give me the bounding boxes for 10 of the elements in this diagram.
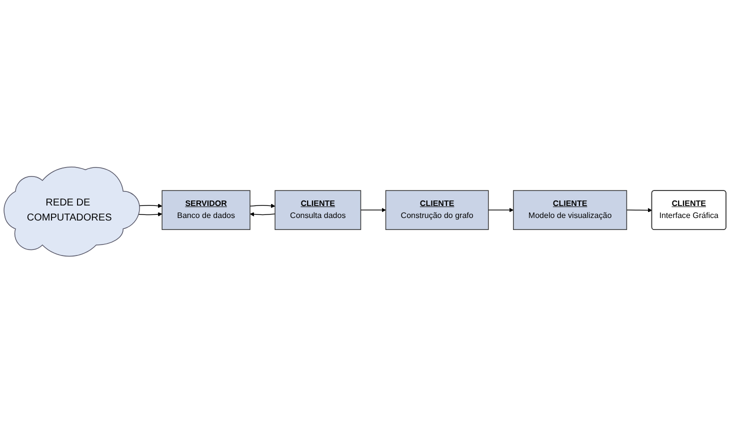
- arrow: [488, 208, 514, 212]
- arrow: [250, 212, 276, 216]
- arrow: [250, 203, 276, 208]
- arrow: [136, 212, 162, 216]
- arrow: [626, 208, 652, 212]
- node-box: CLIENTE Consulta dados: [274, 190, 362, 230]
- node-box: SERVIDOR Banco de dados: [162, 190, 250, 230]
- arrow: [360, 208, 386, 212]
- node-box: CLIENTE Construção do grafo: [385, 190, 489, 230]
- node-box: CLIENTE Modelo de visualização: [513, 190, 628, 230]
